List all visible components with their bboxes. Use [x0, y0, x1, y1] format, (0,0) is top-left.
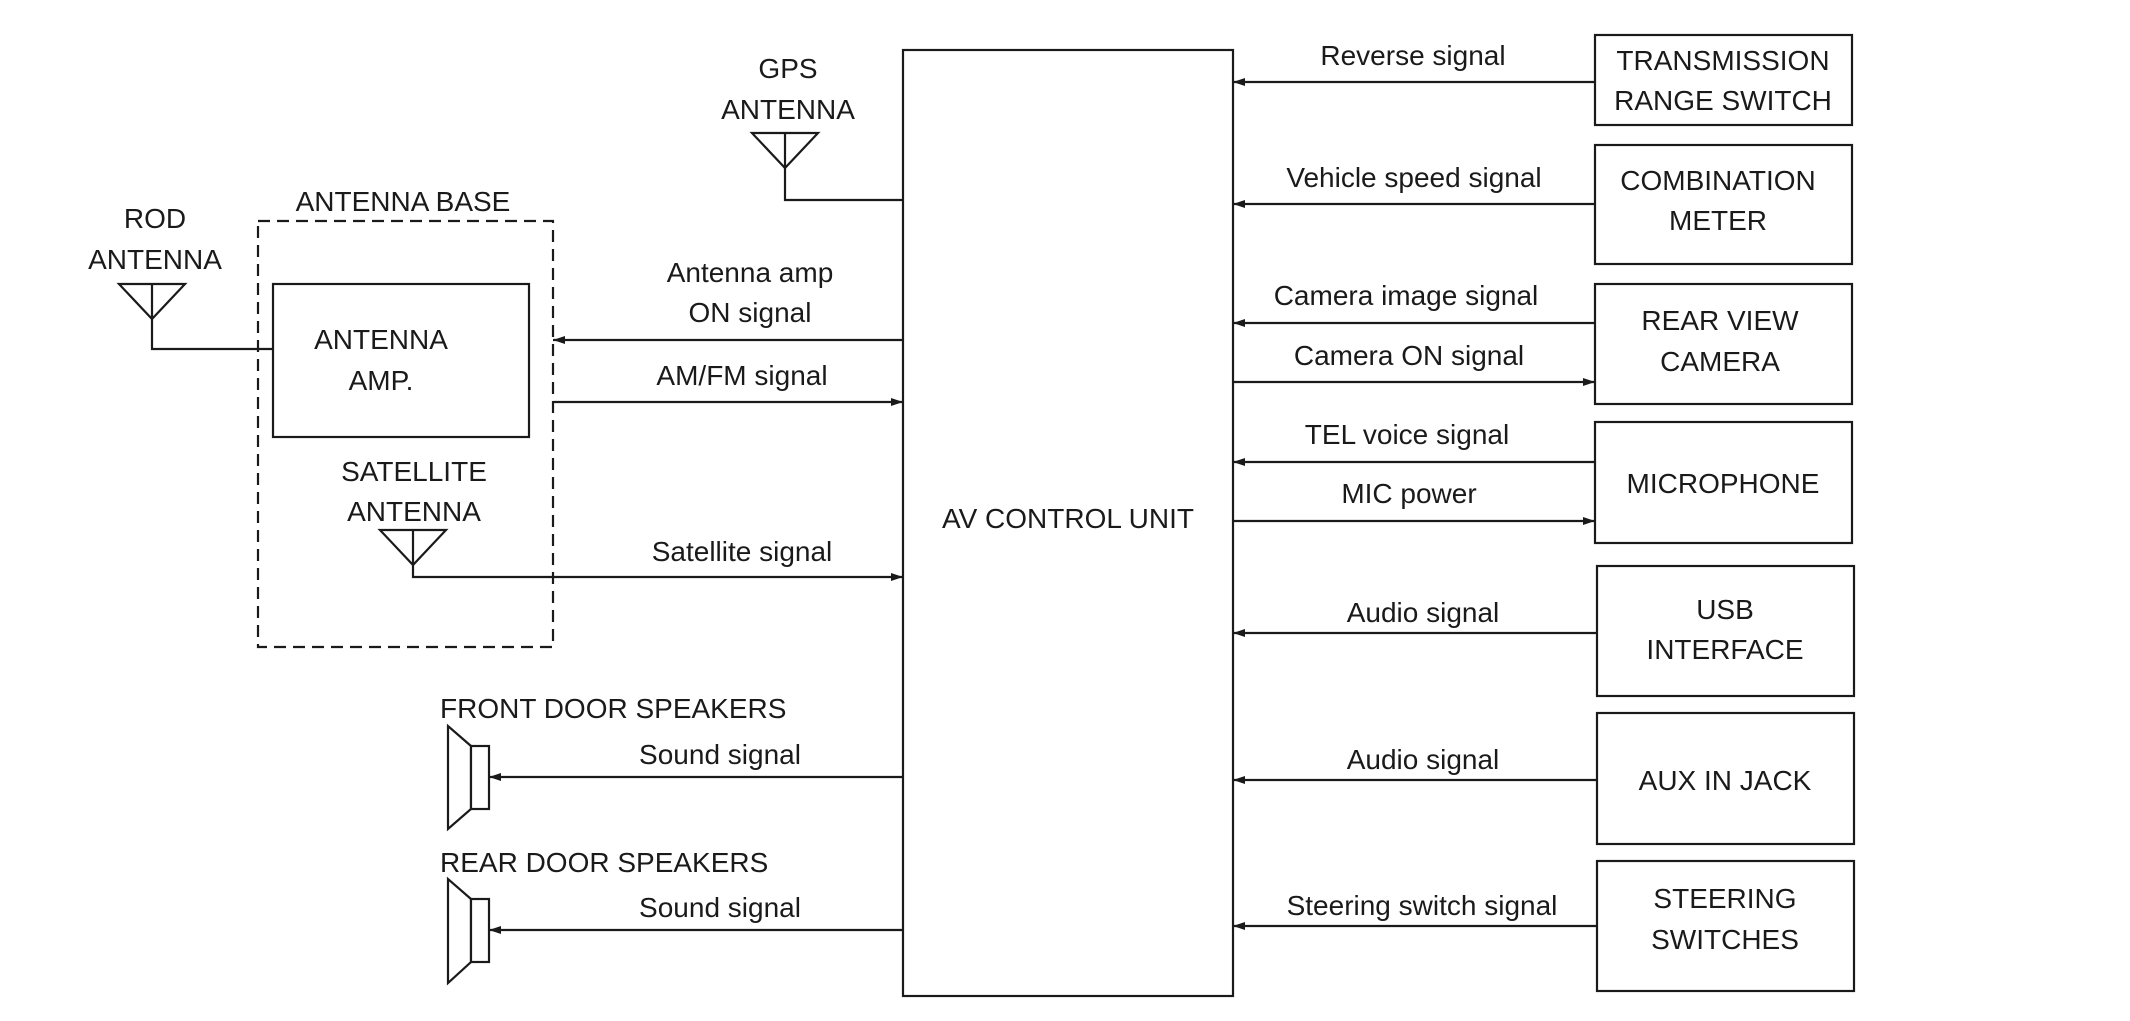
satellite-signal-arrow — [411, 565, 903, 581]
aux-audio-signal-label: Audio signal — [1347, 744, 1500, 775]
combination-meter-label-line1: COMBINATION — [1620, 165, 1815, 196]
antenna-amp-label-line2: AMP. — [349, 365, 414, 396]
antenna-amp-label-line1: ANTENNA — [314, 324, 448, 355]
front-sound-signal-label: Sound signal — [639, 739, 801, 770]
front-speaker-magnet — [469, 744, 491, 811]
rod-antenna-label-line2: ANTENNA — [88, 244, 222, 275]
antenna-base-label: ANTENNA BASE — [296, 186, 511, 217]
rear-door-speakers: REAR DOOR SPEAKERS Sound signal — [440, 847, 903, 986]
rod-antenna-icon — [116, 282, 188, 321]
microphone-label: MICROPHONE — [1627, 468, 1820, 499]
front-door-speakers: FRONT DOOR SPEAKERS Sound signal — [440, 693, 903, 832]
front-speaker-icon — [446, 723, 473, 832]
antenna-amp-on-signal-label-line1: Antenna amp — [667, 257, 834, 288]
rear-speaker-magnet — [469, 897, 491, 964]
aux-in-jack-label: AUX IN JACK — [1639, 765, 1812, 796]
satellite-signal-label: Satellite signal — [652, 536, 833, 567]
satellite-antenna-icon — [377, 528, 449, 567]
gps-antenna-wire — [783, 168, 903, 202]
rod-antenna-wire — [150, 319, 273, 351]
transmission-range-switch: TRANSMISSION RANGE SWITCH Reverse signal — [1233, 33, 1854, 127]
usb-audio-signal-label: Audio signal — [1347, 597, 1500, 628]
usb-interface-label-line1: USB — [1696, 594, 1754, 625]
usb-interface: USB INTERFACE Audio signal — [1233, 564, 1856, 698]
microphone-box — [1593, 420, 1854, 545]
gps-antenna-label-line2: ANTENNA — [721, 94, 855, 125]
rear-view-camera: REAR VIEW CAMERA Camera image signal Cam… — [1233, 280, 1854, 406]
steering-switches: STEERING SWITCHES Steering switch signal — [1233, 859, 1856, 993]
rear-sound-signal-label: Sound signal — [639, 892, 801, 923]
rear-door-speakers-label: REAR DOOR SPEAKERS — [440, 847, 768, 878]
av-control-unit-box — [901, 48, 1235, 998]
usb-interface-label-line2: INTERFACE — [1646, 634, 1803, 665]
aux-in-jack-box — [1595, 711, 1856, 846]
steering-switches-label-line1: STEERING — [1653, 883, 1796, 914]
transmission-label-line1: TRANSMISSION — [1616, 45, 1829, 76]
gps-antenna-label-line1: GPS — [758, 53, 817, 84]
gps-antenna-icon — [749, 131, 821, 170]
camera-image-signal-label: Camera image signal — [1274, 280, 1539, 311]
rear-view-camera-label-line1: REAR VIEW — [1641, 305, 1799, 336]
steering-switches-label-line2: SWITCHES — [1651, 924, 1799, 955]
microphone: MICROPHONE TEL voice signal MIC power — [1233, 419, 1854, 545]
transmission-range-switch-box — [1593, 33, 1854, 127]
satellite-antenna-label-line1: SATELLITE — [341, 456, 487, 487]
gps-antenna: GPS ANTENNA — [721, 53, 903, 202]
rod-antenna: ROD ANTENNA — [88, 203, 273, 351]
front-door-speakers-label: FRONT DOOR SPEAKERS — [440, 693, 786, 724]
antenna-amp-on-signal: Antenna amp ON signal — [553, 257, 903, 344]
rear-view-camera-box — [1593, 282, 1854, 406]
camera-on-signal-label: Camera ON signal — [1294, 340, 1524, 371]
tel-voice-signal-label: TEL voice signal — [1305, 419, 1509, 450]
antenna-base: ANTENNA BASE ANTENNA AMP. SATELLITE ANTE… — [256, 186, 555, 649]
usb-interface-box — [1595, 564, 1856, 698]
vehicle-speed-signal-label: Vehicle speed signal — [1286, 162, 1541, 193]
mic-power-label: MIC power — [1341, 478, 1476, 509]
av-control-unit-label: AV CONTROL UNIT — [942, 503, 1194, 534]
reverse-signal-label: Reverse signal — [1320, 40, 1505, 71]
rear-speaker-icon — [446, 876, 473, 986]
satellite-signal: Satellite signal — [411, 536, 903, 581]
transmission-label-line2: RANGE SWITCH — [1614, 85, 1832, 116]
combination-meter: COMBINATION METER Vehicle speed signal — [1233, 143, 1854, 266]
combination-meter-box — [1593, 143, 1854, 266]
rod-antenna-label-line1: ROD — [124, 203, 186, 234]
steering-switch-signal-label: Steering switch signal — [1287, 890, 1558, 921]
combination-meter-label-line2: METER — [1669, 205, 1767, 236]
steering-switches-box — [1595, 859, 1856, 993]
am-fm-signal-label: AM/FM signal — [656, 360, 827, 391]
rear-view-camera-label-line2: CAMERA — [1660, 346, 1780, 377]
satellite-antenna-label-line2: ANTENNA — [347, 496, 481, 527]
antenna-amp-box — [271, 282, 531, 439]
aux-in-jack: AUX IN JACK Audio signal — [1233, 711, 1856, 846]
antenna-amp-on-signal-label-line2: ON signal — [689, 297, 812, 328]
am-fm-signal: AM/FM signal — [553, 360, 903, 406]
